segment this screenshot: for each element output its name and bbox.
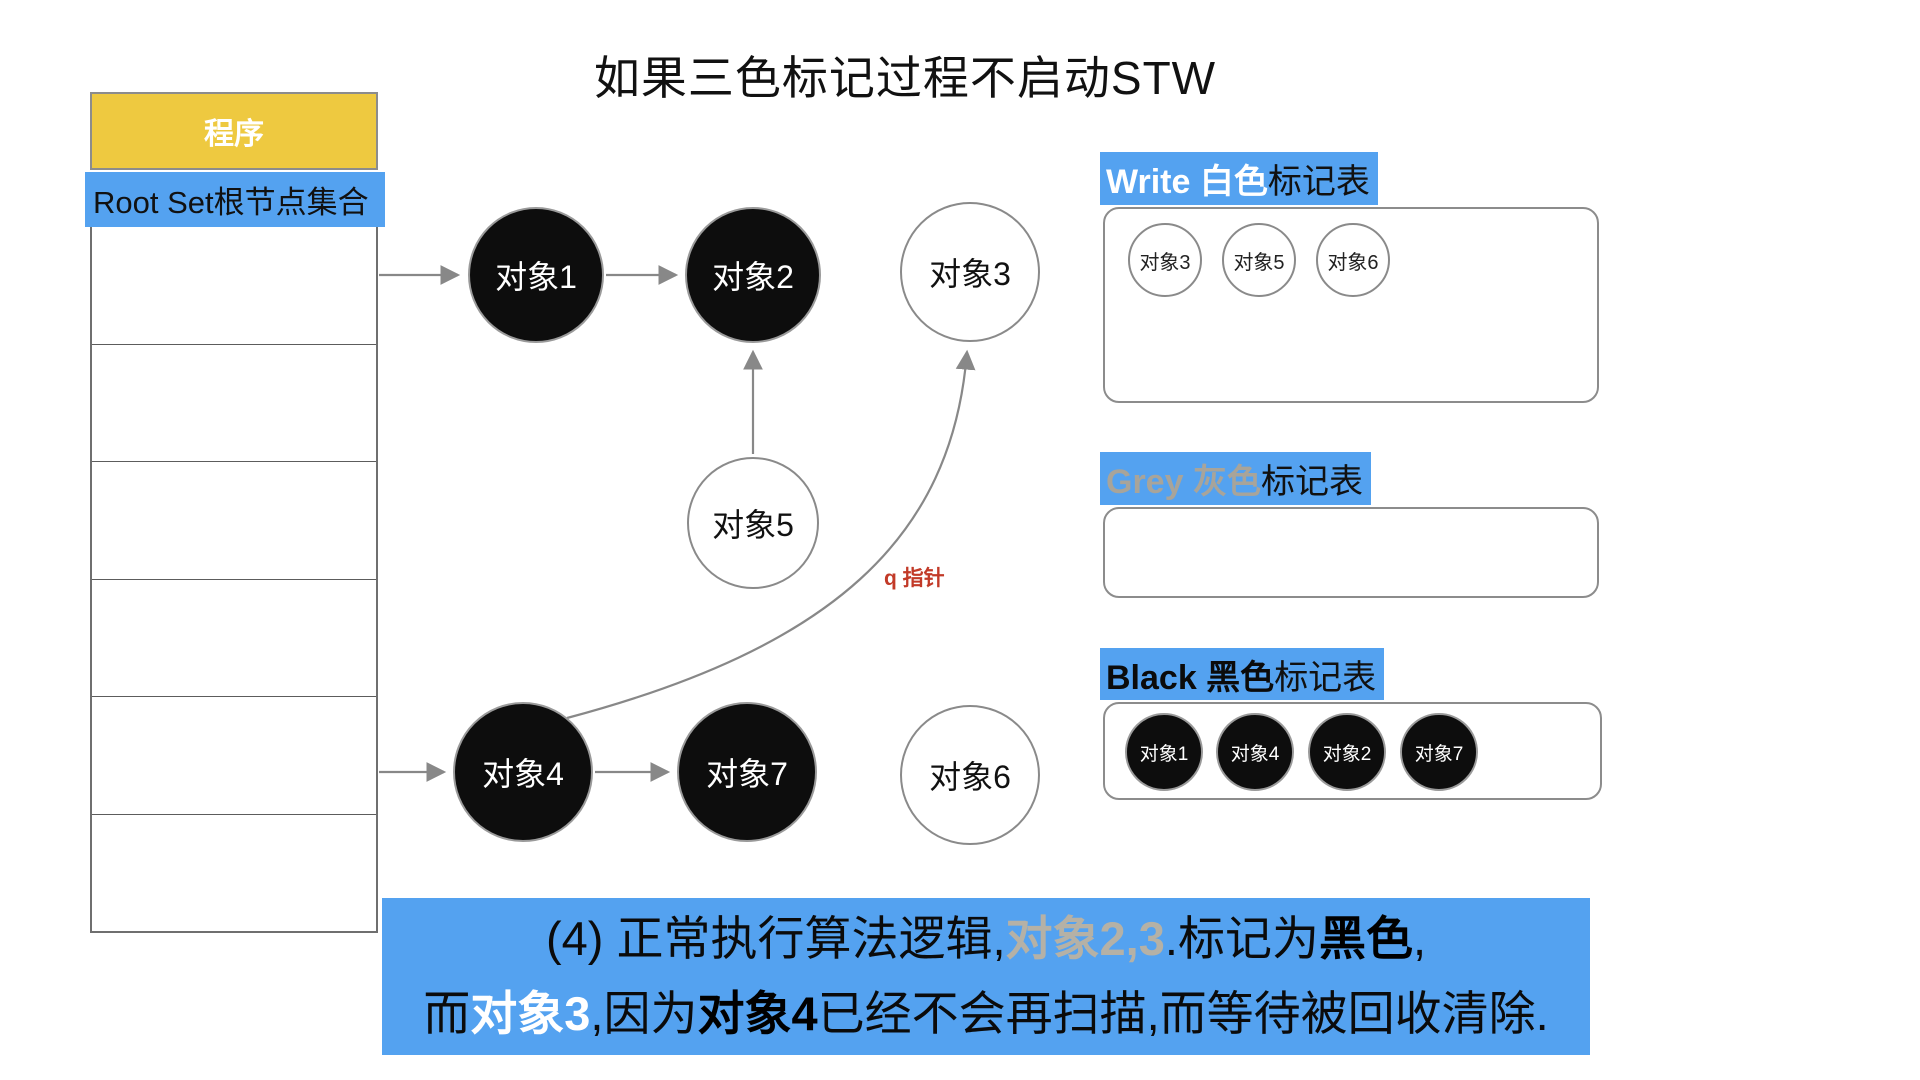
table-row [92,697,376,815]
chip-label: 对象5 [1233,251,1285,274]
caption-segment: , [1412,912,1427,965]
table-row [92,345,376,462]
grey-table-heading: Grey 灰色标记表 [1100,452,1371,505]
white-table-panel: 对象3 对象5 对象6 [1103,207,1599,403]
white-table-heading: Write 白色标记表 [1100,152,1378,205]
chip-label: 对象1 [1139,743,1189,765]
caption-segment: ,因为 [590,987,698,1040]
program-table-header: 程序 [90,92,378,170]
caption-banner: (4) 正常执行算法逻辑,对象2,3.标记为黑色, 而对象3,因为对象4已经不会… [382,898,1590,1055]
caption-segment-bold: 对象4 [697,987,818,1040]
black-chip-obj7: 对象7 [1400,713,1478,791]
graph-node-obj3: 对象3 [900,202,1040,342]
white-chip-obj5: 对象5 [1222,223,1296,297]
root-set-row: Root Set根节点集合 [85,172,385,227]
black-table-heading-rest: 标记表 [1274,658,1377,697]
graph-node-obj1: 对象1 [468,207,604,343]
node-label: 对象1 [495,259,577,295]
grey-table-heading-rest: 标记表 [1260,463,1363,501]
node-label: 对象6 [929,759,1011,795]
node-label: 对象2 [712,259,794,295]
chip-label: 对象3 [1139,251,1191,274]
table-row [92,227,376,345]
graph-node-obj2: 对象2 [685,207,821,343]
program-table-body [90,227,378,933]
black-chip-obj4: 对象4 [1216,713,1294,791]
grey-table-panel [1103,507,1599,598]
table-row [92,462,376,580]
node-label: 对象4 [482,756,564,792]
page-title: 如果三色标记过程不启动STW [593,52,1217,104]
chip-label: 对象6 [1327,251,1379,274]
node-label: 对象5 [712,507,794,543]
caption-segment: .标记为 [1164,912,1319,965]
white-chip-obj3: 对象3 [1128,223,1202,297]
table-row [92,815,376,932]
program-table-header-label: 程序 [204,118,264,151]
caption-segment: (4) 正常执行算法逻辑, [545,912,1006,965]
black-table-panel: 对象1 对象4 对象2 对象7 [1103,702,1602,800]
node-label: 对象3 [929,256,1011,292]
caption-segment: 而 [423,987,471,1040]
grey-table-heading-strong: Grey 灰色 [1106,463,1261,501]
root-set-label: Root Set根节点集合 [93,185,369,220]
chip-label: 对象7 [1414,743,1464,765]
black-table-heading: Black 黑色标记表 [1100,648,1385,700]
graph-node-obj4: 对象4 [453,702,593,842]
caption-segment-white: 对象3 [470,987,591,1040]
white-table-heading-strong: Write 白色 [1106,163,1268,201]
chip-label: 对象4 [1230,743,1280,765]
white-chip-obj6: 对象6 [1316,223,1390,297]
white-table-heading-rest: 标记表 [1267,163,1370,201]
q-pointer-label: q 指针 [884,567,945,590]
black-table-heading-strong: Black 黑色 [1106,658,1275,697]
caption-segment-highlight: 对象2,3 [1005,912,1165,965]
table-row [92,580,376,697]
chip-label: 对象2 [1322,743,1372,765]
caption-line-2: 而对象3,因为对象4已经不会再扫描,而等待被回收清除. [382,976,1590,1051]
caption-line-1: (4) 正常执行算法逻辑,对象2,3.标记为黑色, [382,901,1590,976]
black-chip-obj1: 对象1 [1125,713,1203,791]
graph-node-obj5: 对象5 [687,457,819,589]
node-label: 对象7 [706,756,788,792]
caption-segment: 已经不会再扫描,而等待被回收清除. [817,987,1549,1040]
black-chip-obj2: 对象2 [1308,713,1386,791]
graph-node-obj6: 对象6 [900,705,1040,845]
graph-node-obj7: 对象7 [677,702,817,842]
caption-segment-bold: 黑色 [1318,912,1413,965]
